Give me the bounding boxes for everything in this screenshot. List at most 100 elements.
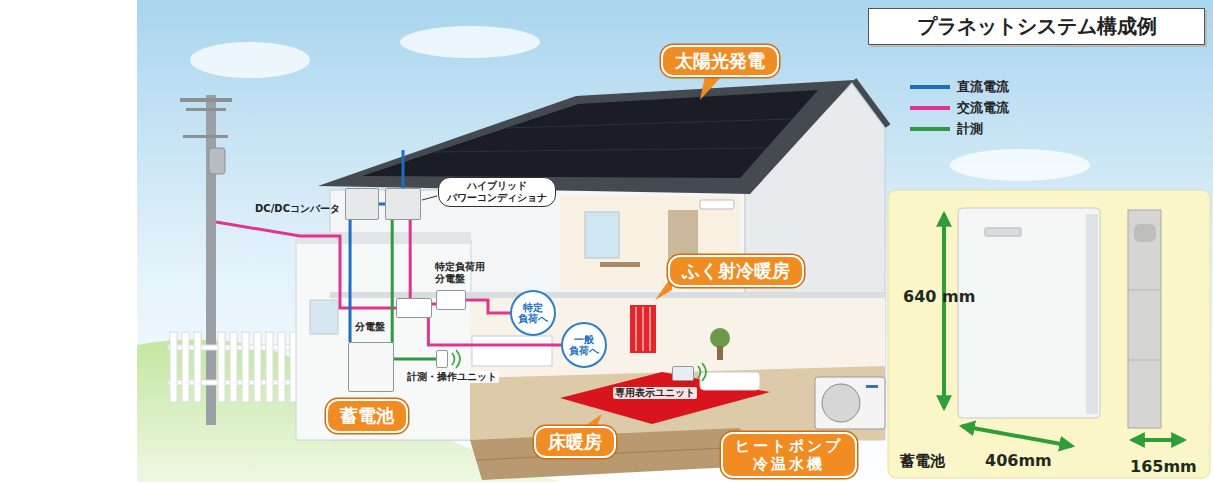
- title-text: プラネットシステム構成例: [917, 13, 1157, 40]
- callout-label: 床暖房: [534, 426, 616, 458]
- equipment-box: 特定負荷用 分電盤: [436, 290, 466, 310]
- battery-inset: [1132, 438, 1184, 442]
- house: [362, 90, 818, 178]
- sky-ground: [190, 26, 1090, 181]
- equipment-box: 蓄電池: [348, 342, 394, 392]
- fence: [278, 332, 285, 402]
- house: [600, 262, 640, 267]
- callout-label: ヒートポンプ 冷温水機: [721, 432, 857, 478]
- equipment-label: ハイブリッド パワーコンディショナ: [438, 177, 556, 207]
- wireless-mark: [456, 350, 460, 368]
- equipment-label: 特定負荷用 分電盤: [435, 261, 485, 285]
- house: [710, 328, 730, 348]
- fence: [194, 332, 201, 402]
- battery-inset: [888, 190, 1210, 478]
- fence: [242, 332, 249, 402]
- heat-pump-unit: [866, 385, 878, 388]
- wireless-mark: [702, 363, 706, 381]
- wires: [216, 222, 396, 308]
- wires: [422, 196, 437, 200]
- dimension-label: 406mm: [985, 452, 1052, 470]
- equipment-label: 専用表示ユニット: [613, 387, 697, 399]
- wires: [216, 150, 437, 308]
- sky-ground: [400, 26, 540, 58]
- legend-row: 交流電流: [910, 99, 1009, 117]
- sky-ground: [137, 0, 1213, 482]
- battery-inset: [1128, 210, 1161, 428]
- callout-label: ふく射冷暖房: [668, 255, 804, 287]
- house: [560, 372, 770, 424]
- callout-text: ふく射冷暖房: [682, 260, 790, 282]
- wire-connector: [466, 300, 510, 313]
- battery-inset: [1128, 360, 1161, 361]
- sky-ground: [137, 0, 1213, 482]
- equipment-box: 計測・操作ユニット: [436, 350, 448, 368]
- equipment-box: ハイブリッド パワーコンディショナ: [385, 188, 421, 220]
- load-circle: 特定 負荷へ: [510, 290, 556, 336]
- legend-swatch: [910, 85, 950, 89]
- legend-text: 交流電流: [957, 99, 1009, 117]
- legend-text: 計測: [957, 120, 983, 138]
- house: [434, 148, 766, 152]
- fence: [218, 332, 225, 402]
- callout-tail: [582, 76, 722, 428]
- utility-pole: [209, 148, 225, 174]
- wire-connector: [392, 220, 436, 359]
- legend-text: 直流電流: [957, 78, 1009, 96]
- fence: [254, 332, 261, 402]
- house: [310, 300, 338, 334]
- equipment-label: DC/DCコンバータ: [255, 203, 340, 215]
- equipment-label: 蓄電池: [326, 399, 408, 433]
- house: [636, 307, 637, 351]
- wireless-mark: [698, 366, 701, 378]
- load-text: 特定 負荷へ: [518, 302, 548, 325]
- equipment-label: 計測・操作ユニット: [405, 371, 499, 383]
- utility-pole: [180, 95, 232, 425]
- house: [717, 346, 723, 360]
- battery-inset: [888, 190, 1210, 478]
- house: [630, 305, 656, 353]
- wire-connector: [409, 220, 412, 298]
- wireless-mark: [452, 353, 455, 365]
- wire-connector: [348, 220, 351, 342]
- utility-pole: [206, 95, 216, 425]
- dimension-label: 640 mm: [903, 288, 975, 306]
- house: [472, 336, 552, 366]
- battery-inset: [962, 426, 1072, 446]
- house: [506, 119, 792, 128]
- fence: [230, 332, 237, 402]
- legend-row: 直流電流: [910, 78, 1009, 96]
- load-circle: 一般 負荷へ: [561, 322, 607, 368]
- battery-inset: [1086, 214, 1098, 414]
- house: [296, 232, 471, 244]
- legend-swatch: [910, 127, 950, 131]
- battery-inset: [942, 214, 946, 408]
- equipment-box: 分電盤: [396, 298, 432, 318]
- title-box: プラネットシステム構成例: [868, 8, 1205, 45]
- battery-inset: [1134, 224, 1156, 242]
- battery-inset: [985, 228, 1021, 236]
- equipment-label: 分電盤: [355, 321, 385, 333]
- house: [700, 372, 760, 390]
- callout-tail: [700, 76, 722, 100]
- dimension-label: 165mm: [1130, 458, 1197, 476]
- house: [854, 80, 888, 126]
- load-text: 一般 負荷へ: [569, 334, 599, 357]
- callout-text: ヒートポンプ 冷温水機: [735, 437, 843, 473]
- house: [643, 307, 644, 351]
- legend-row: 計測: [910, 120, 983, 138]
- callout-text: 太陽光発電: [675, 50, 765, 72]
- sky-ground: [950, 149, 1090, 181]
- fence: [182, 332, 189, 402]
- house: [470, 366, 885, 440]
- house: [585, 212, 619, 258]
- equipment-box: 専用表示ユニット: [672, 366, 694, 381]
- callout-label: 太陽光発電: [661, 45, 779, 77]
- callout-text: 床暖房: [548, 431, 602, 453]
- house: [296, 80, 888, 480]
- sky-ground: [190, 42, 310, 78]
